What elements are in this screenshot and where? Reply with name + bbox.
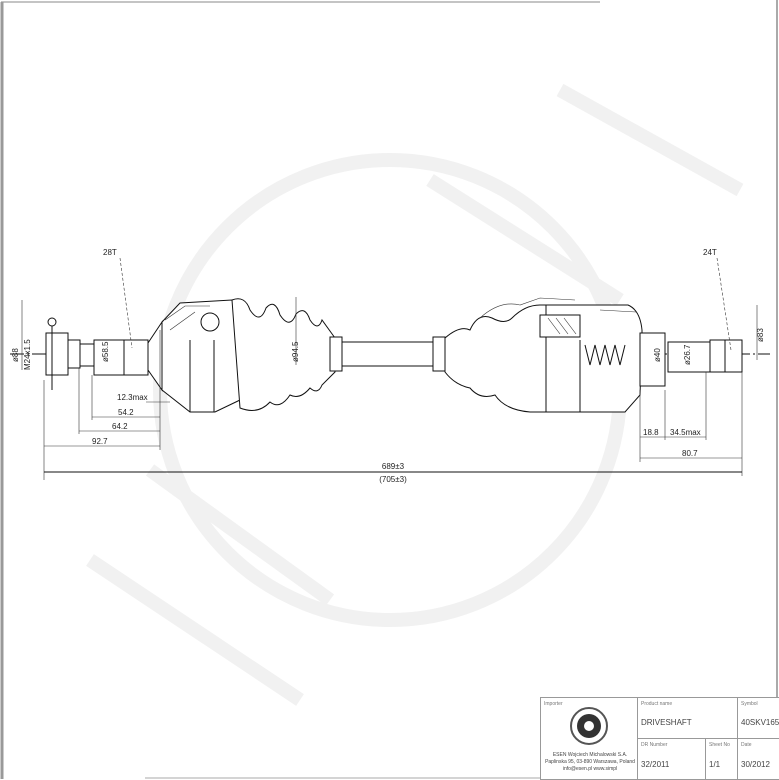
inner-tripod-joint bbox=[539, 304, 643, 413]
nut bbox=[45, 317, 81, 390]
boot-clamp-wire bbox=[479, 297, 576, 319]
inner-boot bbox=[444, 304, 547, 413]
product-name: DRIVESHAFT bbox=[641, 718, 692, 727]
dim-d58: ø58.5 bbox=[101, 341, 110, 362]
left-spline-label: 28T bbox=[103, 248, 117, 257]
dim-d88: ø88 bbox=[11, 348, 20, 362]
dim-d94: ø94.5 bbox=[291, 341, 300, 362]
outer-stub bbox=[79, 320, 163, 392]
outer-cv-joint bbox=[161, 299, 241, 413]
shaft bbox=[334, 341, 446, 367]
dim-thread: M24x1.5 bbox=[23, 339, 32, 370]
sheet-cell: Sheet No 1/1 bbox=[705, 738, 738, 780]
dim-d83: ø83 bbox=[756, 328, 765, 342]
dim-34-5: 34.5max bbox=[670, 428, 701, 437]
drawing-number-cell: DR Number 32/2011 bbox=[637, 738, 706, 780]
company-logo bbox=[570, 707, 608, 745]
date-cell: Date 30/2012 bbox=[737, 738, 779, 780]
overall-length: 689±3 bbox=[382, 462, 405, 471]
outer-boot bbox=[231, 298, 336, 411]
dim-80-7: 80.7 bbox=[682, 449, 698, 458]
dim-92-7: 92.7 bbox=[92, 437, 108, 446]
inner-stub bbox=[639, 332, 743, 387]
inner-clamp bbox=[432, 336, 446, 372]
drawing-number-label: DR Number bbox=[641, 742, 668, 748]
date: 30/2012 bbox=[741, 760, 770, 769]
importer-label: Importer bbox=[544, 701, 563, 707]
importer-text: ESEN Wojciech Michalowski S.A. Paplinska… bbox=[545, 752, 635, 772]
dim-18-8: 18.8 bbox=[643, 428, 659, 437]
symbol-cell: Symbol 40SKV165 bbox=[737, 698, 779, 738]
sheet: 1/1 bbox=[709, 760, 721, 769]
damper-clamp bbox=[329, 336, 343, 372]
symbol-label: Symbol bbox=[741, 701, 758, 707]
importer-cell: Importer ESEN Wojciech Michalowski S.A. … bbox=[541, 698, 637, 779]
date-label: Date bbox=[741, 742, 752, 748]
symbol: 40SKV165 bbox=[741, 718, 779, 727]
right-spline-label: 24T bbox=[703, 248, 717, 257]
dim-12-3: 12.3max bbox=[117, 393, 148, 402]
dim-d26: ø26.7 bbox=[683, 344, 692, 365]
dim-d40: ø40 bbox=[653, 348, 662, 362]
sheet-label: Sheet No bbox=[709, 742, 730, 748]
dim-54-2: 54.2 bbox=[118, 408, 134, 417]
dim-64-2: 64.2 bbox=[112, 422, 128, 431]
drawing-number: 32/2011 bbox=[641, 760, 670, 769]
title-block: Importer ESEN Wojciech Michalowski S.A. … bbox=[540, 697, 779, 780]
product-name-label: Product name bbox=[641, 701, 673, 707]
product-name-cell: Product name DRIVESHAFT bbox=[637, 698, 738, 738]
overall-length-alt: (705±3) bbox=[379, 475, 407, 484]
